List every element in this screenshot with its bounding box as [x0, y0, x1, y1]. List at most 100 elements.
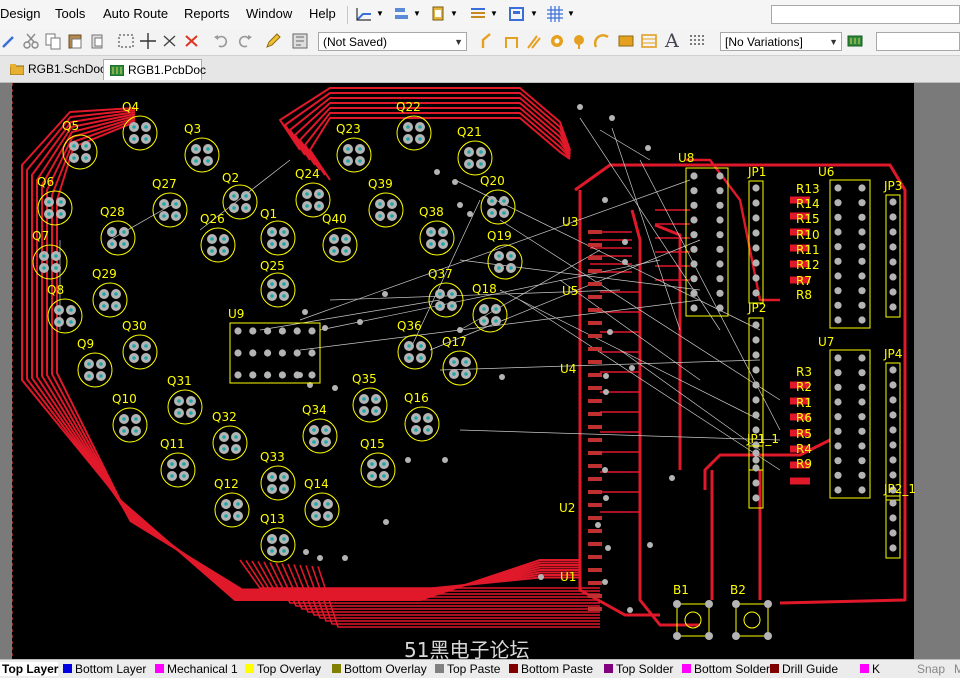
transistor-q32[interactable]: Q32 [212, 410, 248, 461]
move-icon[interactable] [139, 32, 157, 50]
layer-tab-bottom-overlay[interactable]: Bottom Overlay [330, 662, 427, 676]
transistor-q10[interactable]: Q10 [112, 392, 148, 443]
select-area-icon[interactable] [117, 32, 135, 50]
search-box[interactable] [771, 5, 960, 24]
room-icon[interactable] [508, 5, 526, 23]
button-b2[interactable]: B2 [730, 583, 772, 640]
transistor-q36[interactable]: Q36 [397, 319, 433, 370]
transistor-q19[interactable]: Q19 [487, 229, 523, 280]
clear-filter-icon[interactable] [183, 32, 201, 50]
arc-icon[interactable] [593, 32, 611, 50]
design-state-select[interactable]: (Not Saved)▼ [318, 32, 467, 51]
snap-toggle[interactable]: Snap [917, 662, 946, 676]
undo-icon[interactable] [212, 32, 230, 50]
pad-icon[interactable] [548, 32, 566, 50]
transistor-q33[interactable]: Q33 [260, 450, 296, 501]
menu-help[interactable]: Help [309, 6, 336, 21]
layer-tab-bottom-solder[interactable]: Bottom Solder [680, 662, 770, 676]
resistor-r8[interactable]: R8 [796, 288, 812, 302]
resistor-r14[interactable]: R14 [796, 197, 820, 211]
route-icon[interactable] [480, 32, 498, 50]
chevron-down-icon[interactable]: ▼ [450, 9, 458, 18]
transistor-q37[interactable]: Q37 [428, 267, 464, 318]
array-paste-icon[interactable] [688, 32, 706, 50]
transistor-q16[interactable]: Q16 [404, 391, 440, 442]
transistor-q24[interactable]: Q24 [295, 167, 331, 218]
resistor-r13[interactable]: R13 [796, 182, 820, 196]
header-jp1[interactable]: JP1 [747, 165, 766, 304]
transistor-q21[interactable]: Q21 [457, 125, 493, 176]
transistor-q7[interactable]: Q7 [32, 229, 68, 280]
variations-select[interactable]: [No Variations]▼ [720, 32, 842, 51]
resistor-r9[interactable]: R9 [796, 457, 812, 471]
transistor-q14[interactable]: Q14 [304, 477, 340, 528]
layer-tab-top-solder[interactable]: Top Solder [602, 662, 673, 676]
transistor-q12[interactable]: Q12 [214, 477, 250, 528]
resistor-r10[interactable]: R10 [796, 228, 820, 242]
transistor-q27[interactable]: Q27 [152, 177, 188, 228]
menu-design[interactable]: Design [0, 6, 41, 21]
transistor-q29[interactable]: Q29 [92, 267, 128, 318]
layer-tab-bottom-paste[interactable]: Bottom Paste [507, 662, 593, 676]
deselect-icon[interactable] [161, 32, 179, 50]
string-tool-icon[interactable]: A [665, 30, 679, 52]
ic-u9[interactable]: U9 [228, 307, 321, 384]
resistor-r11[interactable]: R11 [796, 243, 820, 257]
paste-icon[interactable] [66, 32, 84, 50]
transistor-q22[interactable]: Q22 [396, 100, 432, 151]
transistor-q8[interactable]: Q8 [47, 283, 83, 334]
fill-icon[interactable] [617, 32, 635, 50]
layer-tab-bottom-layer[interactable]: Bottom Layer [61, 662, 146, 676]
resistor-r12[interactable]: R12 [796, 258, 820, 272]
transistor-q13[interactable]: Q13 [260, 512, 296, 563]
resistor-r4[interactable]: R4 [796, 442, 812, 456]
transistor-q34[interactable]: Q34 [302, 403, 338, 454]
wand-icon[interactable] [0, 32, 18, 50]
dimension-icon[interactable] [469, 5, 487, 23]
differential-route-icon[interactable] [503, 32, 521, 50]
transistor-q23[interactable]: Q23 [336, 122, 372, 173]
header-jp1-1[interactable]: JP1_1 [746, 432, 779, 509]
menu-tools[interactable]: Tools [55, 6, 86, 21]
transistor-q39[interactable]: Q39 [368, 177, 404, 228]
transistor-q9[interactable]: Q9 [77, 337, 113, 388]
rubber-stamp-icon[interactable] [88, 32, 106, 50]
tab-pcbdoc[interactable]: RGB1.PcbDoc [103, 59, 206, 80]
cut-icon[interactable] [22, 32, 40, 50]
layer-tab-mechanical-1[interactable]: Mechanical 1 [153, 662, 238, 676]
transistor-q17[interactable]: Q17 [442, 335, 478, 386]
resistor-r7[interactable]: R7 [796, 274, 812, 288]
transistor-q31[interactable]: Q31 [167, 374, 203, 425]
chevron-down-icon[interactable]: ▼ [567, 9, 575, 18]
ic-u8[interactable]: U8 [678, 151, 729, 317]
menu-reports[interactable]: Reports [184, 6, 230, 21]
header-jp2-1[interactable]: JP2_1 [883, 482, 916, 559]
layer-tab-top-layer[interactable]: Top Layer [0, 662, 59, 676]
browse-components-icon[interactable] [291, 32, 309, 50]
resistor-r2[interactable]: R2 [796, 380, 812, 394]
resistor-r1[interactable]: R1 [796, 396, 812, 410]
transistor-q1[interactable]: Q1 [260, 207, 296, 256]
transistor-q11[interactable]: Q11 [160, 437, 196, 488]
chevron-down-icon[interactable]: ▼ [530, 9, 538, 18]
multi-route-icon[interactable] [525, 32, 543, 50]
transistor-q40[interactable]: Q40 [322, 212, 358, 263]
transistor-q25[interactable]: Q25 [260, 259, 296, 308]
resistor-r15[interactable]: R15 [796, 212, 820, 226]
ic-u6[interactable]: U6 [818, 165, 871, 329]
polygon-pour-icon[interactable] [640, 32, 658, 50]
button-b1[interactable]: B1 [673, 583, 713, 640]
transistor-q15[interactable]: Q15 [360, 437, 396, 488]
transistor-q5[interactable]: Q5 [62, 119, 98, 170]
chevron-down-icon[interactable]: ▼ [413, 9, 421, 18]
interactive-route-icon[interactable] [355, 5, 373, 23]
layer-tab-drill-guide[interactable]: Drill Guide [768, 662, 838, 676]
header-jp2[interactable]: JP2 [747, 301, 766, 471]
via-icon[interactable] [570, 32, 588, 50]
transistor-q2[interactable]: Q2 [222, 171, 258, 220]
resistor-r5[interactable]: R5 [796, 427, 812, 441]
place-component-icon[interactable] [429, 5, 447, 23]
transistor-q35[interactable]: Q35 [352, 372, 388, 423]
header-jp3[interactable]: JP3 [883, 179, 902, 318]
